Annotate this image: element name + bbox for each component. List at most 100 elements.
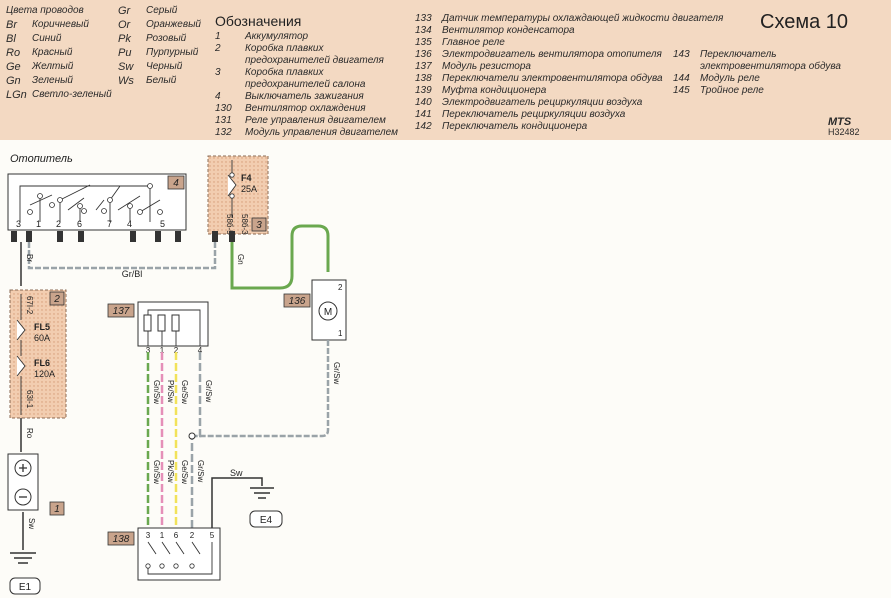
legend-text: Электродвигатель рециркуляции воздуха — [442, 97, 643, 108]
pin-label: 1 — [338, 329, 343, 338]
pin-label: 4 — [198, 346, 203, 355]
switch-terminals — [145, 563, 195, 569]
legend-num: 144 — [673, 73, 690, 84]
wire-label-grsw-motor: Gr/Sw — [332, 362, 341, 384]
legend-num: 1 — [215, 31, 221, 42]
color-code: Gr — [118, 5, 131, 17]
color-name: Синий — [32, 33, 62, 44]
wire-label-grbl: Gr/Bl — [122, 269, 143, 279]
wire-colors-title: Цвета проводов — [6, 5, 84, 16]
fuse-fl6-rating: 120A — [34, 369, 55, 379]
color-code: Pu — [118, 47, 132, 59]
wire-label-gn: Gn — [236, 254, 245, 265]
legend-text: Коробка плавких — [245, 67, 324, 78]
engine-fuse-box: 2 67І-2 FL5 60A FL6 120A 63І-1 — [9, 289, 67, 419]
color-name: Коричневый — [32, 19, 89, 30]
component-number: 138 — [113, 534, 130, 545]
component-number: 137 — [113, 306, 130, 317]
mts-logo: MTS — [828, 116, 852, 128]
pin-label: 3 — [146, 531, 151, 540]
legend-text: Выключатель зажигания — [245, 91, 364, 102]
color-code: LGn — [6, 89, 27, 101]
legend-text: Главное реле — [442, 37, 505, 48]
pin-label: 2 — [174, 346, 179, 355]
fuse-terminal — [229, 172, 235, 178]
component-number: 2 — [53, 294, 60, 305]
wire-label: Ge/Sw — [180, 460, 189, 484]
resistor-icon — [143, 314, 152, 332]
blower-motor: 136 M 2 1 — [283, 279, 347, 341]
ground-e4-label: E4 — [260, 515, 273, 526]
pin-label: 6 — [77, 219, 82, 229]
component-number-box — [251, 217, 267, 232]
pin-label: 63І-1 — [25, 390, 34, 409]
pin-label: 2 — [338, 283, 343, 292]
legend-text: Модуль резистора — [442, 61, 531, 72]
legend-text: Электродвигатель вентилятора отопителя — [442, 49, 662, 60]
legend-num: 138 — [415, 73, 432, 84]
pin-label: 67І-2 — [25, 296, 34, 315]
color-name: Зеленый — [32, 75, 73, 86]
color-name: Светло-зеленый — [32, 89, 112, 100]
legend-text: Аккумулятор — [245, 31, 309, 42]
legend-title: Обозначения — [215, 13, 302, 29]
component-number-box — [107, 531, 135, 546]
legend-text: Переключатель — [700, 49, 777, 60]
switch-contacts — [147, 541, 213, 575]
pin-label: 58б-3 — [240, 214, 249, 235]
legend-header: Цвета проводов Br Коричневый Bl Синий Ro… — [0, 0, 891, 140]
pin-label: 6 — [174, 531, 179, 540]
fuse-fl6-label: FL6 — [34, 358, 50, 368]
component-number-box — [283, 293, 311, 308]
color-name: Пурпурный — [146, 47, 199, 58]
battery: 1 — [7, 453, 65, 516]
legend-text: Муфта кондиционера — [442, 85, 547, 96]
section-title-heater: Отопитель — [10, 153, 73, 165]
fuse-fl5-symbol — [16, 319, 26, 341]
fuse-fl6-symbol — [16, 355, 26, 377]
color-name: Красный — [32, 47, 73, 58]
engine-fuse-box-body — [9, 289, 67, 419]
legend-num: 135 — [415, 37, 432, 48]
legend-num: 139 — [415, 85, 432, 96]
fuse-fl5-label: FL5 — [34, 322, 50, 332]
wire-label: Ge/Sw — [180, 380, 189, 404]
wire-junction — [188, 432, 196, 440]
legend-num: 141 — [415, 109, 432, 120]
color-name: Белый — [146, 75, 177, 86]
legend-text: предохранителей салона — [245, 79, 366, 90]
pin-label: 4 — [127, 219, 132, 229]
legend-num: 140 — [415, 97, 432, 108]
legend-text: Модуль управления двигателем — [245, 127, 398, 138]
interior-fuse-box: 3 F4 25A 58б-5 58б-3 — [207, 155, 269, 242]
color-name: Серый — [146, 5, 178, 16]
connector-pin — [212, 231, 218, 242]
color-code: Br — [6, 19, 17, 31]
pin-label: 1 — [160, 531, 165, 540]
fuse-f4-label: F4 — [241, 173, 252, 183]
blower-switch-body — [137, 527, 221, 581]
blower-switch: 138 3 1 6 2 5 — [107, 527, 221, 581]
legend-num: 137 — [415, 61, 432, 72]
legend-text: Датчик температуры охлаждающей жидкости … — [442, 13, 724, 24]
ground-e4-icon — [250, 487, 274, 499]
legend-text: Переключатель кондиционера — [442, 121, 588, 132]
pin-label: 1 — [36, 219, 41, 229]
wire-label-sw-e4: Sw — [230, 468, 243, 478]
reference-code: H32482 — [828, 127, 860, 137]
wire-label-ro: Ro — [25, 428, 34, 439]
wire-label: Pk/Sw — [166, 380, 175, 403]
ground-e1-label: E1 — [19, 582, 32, 593]
component-number-box — [49, 291, 65, 306]
wire-gr-bl — [27, 242, 217, 270]
legend-num: 134 — [415, 25, 432, 36]
component-number: 1 — [54, 504, 60, 515]
legend-text: Коробка плавких — [245, 43, 324, 54]
wire-label: Gr/Sw — [196, 460, 205, 482]
fuse-fl5-rating: 60A — [34, 333, 50, 343]
resistor-module: 137 3 1 2 4 — [107, 301, 209, 355]
wire-label: Pk/Sw — [166, 460, 175, 483]
resistor-icon — [157, 314, 166, 332]
legend-text: Реле управления двигателем — [245, 115, 386, 126]
